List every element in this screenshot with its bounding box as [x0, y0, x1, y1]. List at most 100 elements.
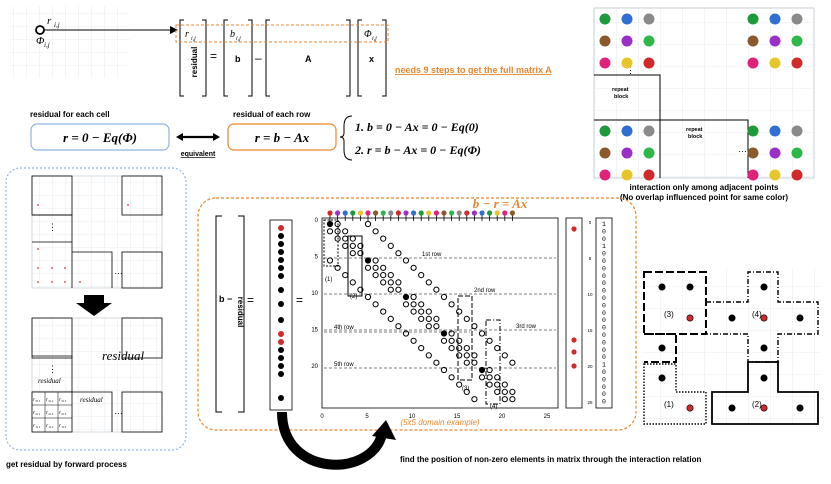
side-tick-label: 25 — [587, 400, 593, 405]
region-label-1: (1) — [664, 400, 674, 409]
matrix-entry — [342, 242, 349, 249]
matrix-entry — [364, 220, 372, 228]
matrix-entry — [433, 323, 440, 330]
color-pins — [327, 210, 515, 221]
forward-process-caption: get residual by forward process — [6, 460, 127, 469]
matrix-entry — [463, 388, 470, 395]
color-dot — [621, 169, 633, 181]
pin-head — [502, 210, 508, 216]
mini-residual-label: r₁,₂ — [46, 423, 53, 429]
binary-value: 0 — [602, 258, 606, 265]
matrix-entry — [395, 279, 402, 286]
pin-head — [449, 210, 455, 216]
color-dot — [621, 35, 633, 47]
pin-head — [509, 210, 515, 216]
pin-head — [350, 210, 356, 216]
matrix-entry — [471, 352, 478, 359]
influence-dot — [658, 374, 666, 382]
pin-head — [403, 210, 409, 216]
formula-left-box — [30, 123, 170, 151]
pin-head — [373, 210, 379, 216]
pin-head — [433, 210, 439, 216]
x-tick-label: 10 — [409, 414, 416, 420]
matrix-marks: (1)(2)(3)(4) — [323, 219, 516, 410]
matrix-entry — [433, 315, 440, 322]
matrix-structure-panel: b − r = Ax b − residual = = (1)(2)(3)(4)… — [197, 196, 701, 470]
matrix-entry — [402, 257, 410, 264]
left-dots-h1: … — [114, 266, 123, 276]
matrix-entry — [463, 352, 470, 359]
influence-dot — [728, 404, 736, 412]
pin-head — [380, 210, 386, 216]
matrix-equation: r i,j residual = b i,j b – A Φ i,j x nee… — [175, 19, 552, 97]
pin-head — [365, 210, 371, 216]
matrix-entry — [478, 374, 486, 381]
color-dot — [621, 57, 633, 69]
pin-head — [327, 210, 333, 216]
matrix-entry — [380, 308, 387, 315]
cell-grid: r i,j Φ i,j — [10, 6, 178, 78]
matrix-entry — [418, 315, 425, 322]
color-dot — [747, 13, 759, 25]
binary-value: 1 — [602, 362, 606, 369]
matrix-entry — [418, 345, 425, 352]
color-dot — [643, 169, 655, 181]
region-label-3: (3) — [664, 310, 674, 319]
matrix-entry — [501, 396, 508, 403]
pin-head — [395, 210, 401, 216]
vector-dot — [278, 317, 284, 323]
matrix-entry — [456, 352, 463, 359]
binary-value: 0 — [602, 302, 606, 309]
matrix-entry — [425, 315, 432, 322]
matrix-entry — [478, 366, 486, 374]
group-marker-label: (3) — [462, 386, 469, 392]
vector-dot — [278, 249, 284, 255]
mini-residual-label: r₁,₁ — [33, 423, 40, 429]
matrix-entry — [380, 279, 387, 286]
mini-residual-label: r₃,₁ — [33, 397, 40, 403]
binary-value: 0 — [602, 391, 606, 398]
influence-region-panel: (3) (4) (1) (2) — [642, 268, 820, 425]
matrix-entry — [395, 286, 402, 293]
matrix-entry — [456, 381, 463, 388]
influence-dot — [760, 374, 768, 382]
row-label: 3rd row — [516, 324, 537, 330]
formula-right: r = b − Ax — [255, 130, 310, 145]
matrix-entry — [372, 301, 379, 308]
color-dot — [599, 169, 611, 181]
matrix-entry — [494, 374, 501, 381]
matrix-entry — [448, 301, 455, 308]
vector-dot — [278, 331, 284, 337]
vector-dot — [278, 371, 284, 377]
vec-phi: Φ — [364, 29, 372, 40]
center-eq-1: = — [247, 293, 254, 307]
residual-vertical: residual — [190, 47, 199, 78]
residual-small-2: residual — [80, 396, 103, 404]
color-dot — [643, 57, 655, 69]
matrix-entry — [387, 242, 394, 249]
matrix-entry — [494, 345, 501, 352]
mini-residual-label: r₃,₃ — [59, 397, 66, 403]
color-dot — [643, 147, 655, 159]
mini-residual-label: r₂,₃ — [59, 410, 66, 416]
cell-r-sub: i,j — [54, 21, 60, 29]
vector-dot — [278, 363, 284, 369]
grid-dots-horizontal: … — [738, 144, 747, 154]
color-dot — [791, 57, 803, 69]
row-highlight — [175, 24, 389, 43]
formula-left: r = 0 − Eq(Φ) — [63, 130, 137, 145]
matrix-entry — [501, 381, 508, 388]
matrix-entry — [456, 345, 463, 352]
matrix-entry — [410, 293, 417, 301]
matrix-entry — [364, 257, 372, 264]
pin-head — [426, 210, 432, 216]
mini-residual-label: r₂,₁ — [33, 410, 40, 416]
binary-value: 0 — [602, 273, 606, 280]
pin-head — [464, 210, 470, 216]
binary-value: 0 — [602, 251, 606, 258]
matrix-entry — [425, 323, 432, 330]
matrix-entry — [471, 359, 478, 366]
